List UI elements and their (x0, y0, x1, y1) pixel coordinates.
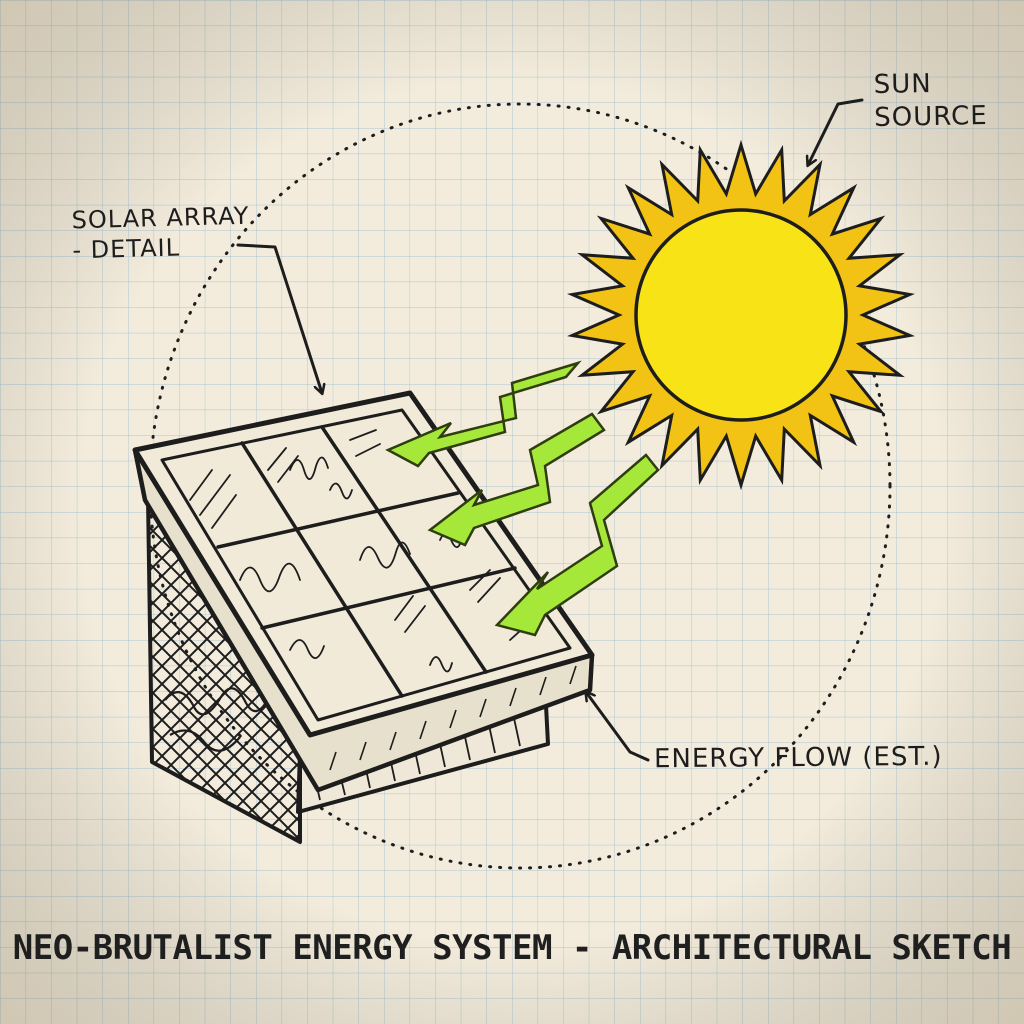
sun-icon (567, 139, 915, 491)
solar-array-label: SOLAR ARRAY - DETAIL (71, 201, 250, 266)
solar-array-leader-arrow (236, 243, 322, 393)
sun-source-label-line-1: SUN (873, 68, 932, 100)
solar-panel-icon (132, 390, 595, 844)
energy-arrow-3 (494, 453, 660, 637)
panel-sketch-marks (189, 429, 531, 673)
energy-arrow-2 (427, 412, 606, 547)
energy-flow-leader-arrow (586, 692, 650, 762)
solar-array-label-line-2: - DETAIL (72, 233, 181, 265)
page-title: NEO-BRUTALIST ENERGY SYSTEM - ARCHITECTU… (12, 928, 1012, 968)
sun-source-leader-arrow (808, 98, 864, 165)
sun-disc (634, 208, 848, 422)
sun-source-label-line-2: SOURCE (874, 100, 988, 133)
support-scribble (164, 687, 269, 752)
solar-array-label-line-1: SOLAR ARRAY (71, 201, 250, 235)
lightning-arrow-icon (385, 360, 660, 637)
sun-source-label: SUN SOURCE (873, 67, 987, 134)
panel-face (132, 390, 595, 738)
energy-arrow-1 (385, 360, 582, 468)
energy-flow-label: ENERGY FLOW (EST.) (653, 741, 943, 775)
edge-hatching (329, 665, 577, 771)
panel-cell-grid (216, 425, 517, 698)
